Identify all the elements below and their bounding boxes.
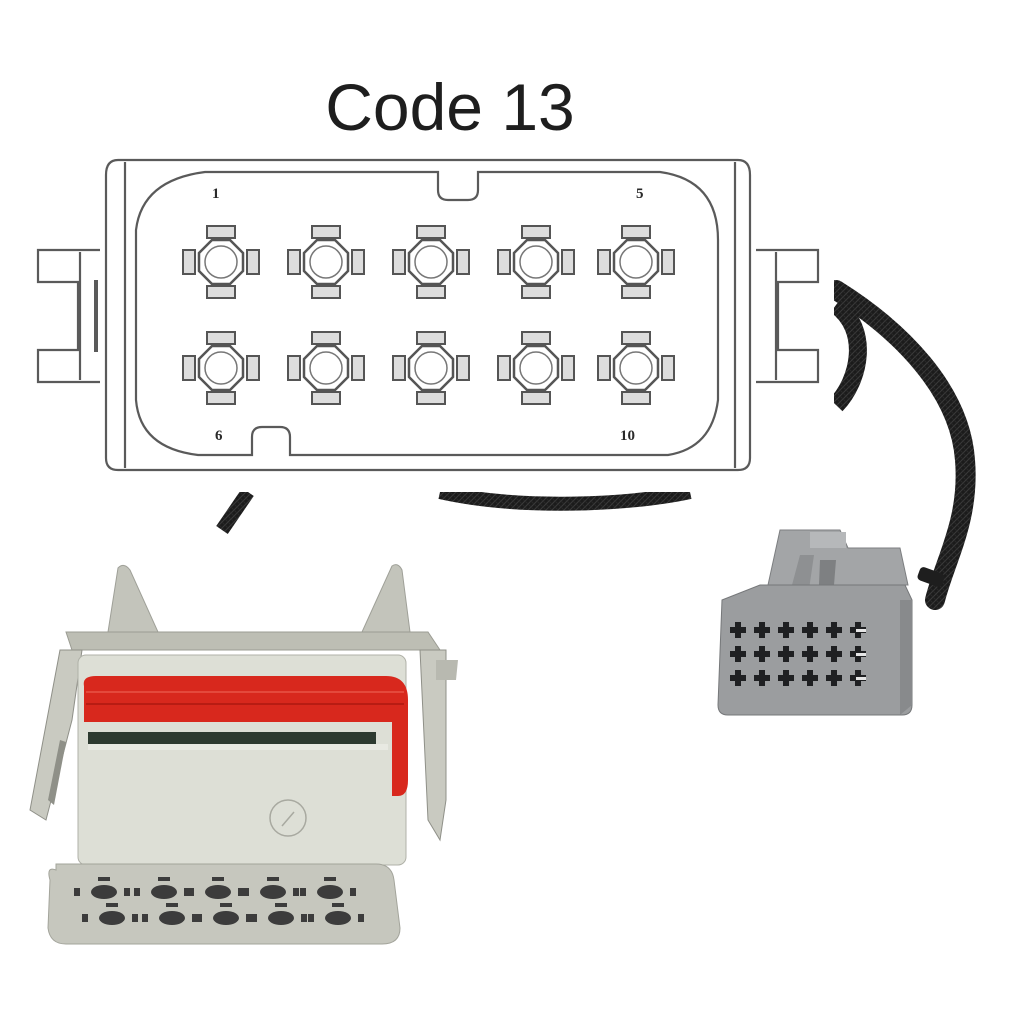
pin-label-bottom-right: 10 — [620, 428, 635, 444]
pin-label-top-right: 5 — [636, 186, 644, 202]
braided-cable-inner — [829, 297, 867, 412]
pin-socket-10 — [597, 331, 675, 405]
pin-socket-1 — [182, 225, 260, 299]
pin-label-top-left: 1 — [212, 186, 220, 202]
pin-socket-6 — [182, 331, 260, 405]
pin-socket-5 — [597, 225, 675, 299]
red-seal — [83, 676, 408, 796]
pin-socket-7 — [287, 331, 365, 405]
pin-socket-4 — [497, 225, 575, 299]
pin-socket-2 — [287, 225, 365, 299]
pin-socket-8 — [392, 331, 470, 405]
braided-cable-stub — [216, 488, 254, 534]
braided-cable — [826, 280, 976, 610]
braided-cable-arc — [438, 485, 692, 511]
pin-socket-9 — [497, 331, 575, 405]
housing-outline — [104, 158, 752, 472]
pin-label-bottom-left: 6 — [215, 428, 223, 444]
pin-socket-3 — [392, 225, 470, 299]
cavity-outline — [134, 170, 720, 457]
connector-title: Code 13 — [325, 70, 575, 144]
right-latch — [756, 248, 820, 384]
left-latch — [36, 248, 100, 384]
